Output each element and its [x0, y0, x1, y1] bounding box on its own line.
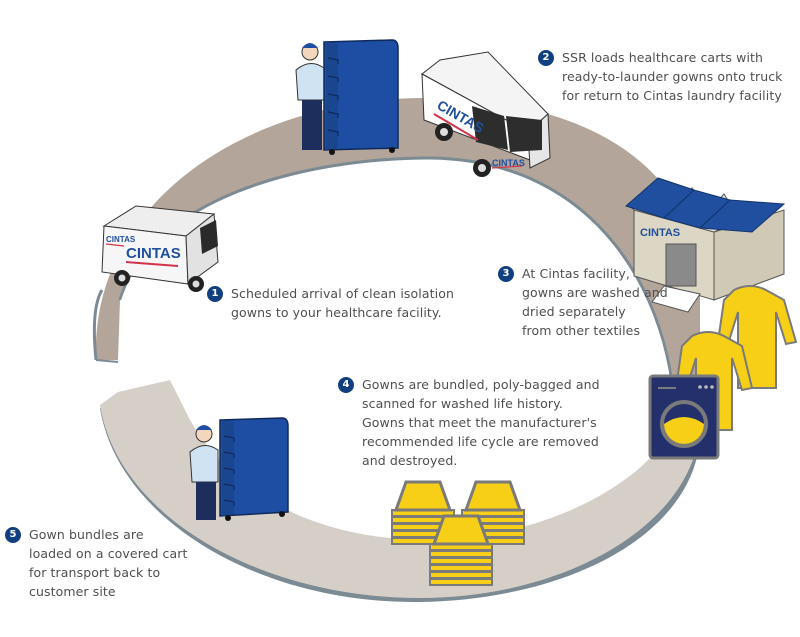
- laundry-facility-illustration: CINTAS: [625, 177, 786, 313]
- facility-logo-text: CINTAS: [640, 227, 680, 239]
- step-2: 2 SSR loads healthcare carts with ready-…: [538, 48, 783, 105]
- van-logo-text: CINTAS: [126, 245, 181, 262]
- ring-left-outer-edge: [92, 289, 104, 361]
- ring-bottom-segment: [100, 380, 700, 598]
- step-number-badge: 5: [5, 527, 21, 543]
- step-number-badge: 1: [207, 286, 223, 302]
- step-1: 1 Scheduled arrival of clean isolation g…: [207, 284, 454, 322]
- step-description: Gown bundles are loaded on a covered car…: [29, 527, 188, 599]
- step-description: Scheduled arrival of clean isolation gow…: [231, 286, 454, 320]
- step-number-badge: 3: [498, 266, 514, 282]
- step-3: 3 At Cintas facility, gowns are washed a…: [498, 264, 668, 340]
- step-description: At Cintas facility, gowns are washed and…: [522, 266, 668, 338]
- svg-text:CINTAS: CINTAS: [492, 158, 525, 168]
- step-4: 4 Gowns are bundled, poly-bagged and sca…: [338, 375, 600, 470]
- step-number-badge: 2: [538, 50, 554, 66]
- worker-with-cart-illustration: [189, 417, 289, 521]
- ring-top-segment: [95, 97, 700, 421]
- gown: [716, 285, 798, 389]
- gown-bundle-stack: [429, 514, 493, 586]
- cart-cover: [323, 39, 399, 151]
- washing-machine-illustration: [648, 374, 720, 460]
- pickup-van-illustration: CINTAS CINTAS: [421, 51, 551, 177]
- step-description: Gowns are bundled, poly-bagged and scann…: [362, 377, 600, 468]
- step-5: 5 Gown bundles are loaded on a covered c…: [5, 525, 188, 601]
- svg-text:CINTAS: CINTAS: [106, 235, 136, 244]
- step-number-badge: 4: [338, 377, 354, 393]
- step-description: SSR loads healthcare carts with ready-to…: [562, 50, 783, 103]
- ring-left-gap-edge: [95, 359, 119, 363]
- cart-cover: [219, 417, 289, 517]
- gown-bundles-illustration: [391, 480, 525, 586]
- worker-with-cart-illustration: [295, 39, 399, 155]
- delivery-van-illustration: CINTAS CINTAS: [101, 205, 219, 292]
